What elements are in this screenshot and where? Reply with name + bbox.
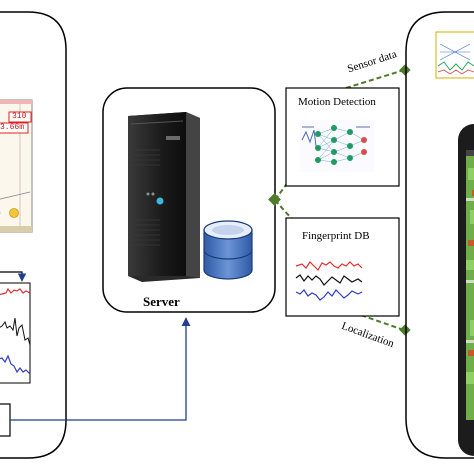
database-icon <box>203 220 253 280</box>
fingerprint-db-box <box>285 217 400 317</box>
fingerprint-signals <box>295 261 363 301</box>
server-label: Server <box>143 294 180 309</box>
map-readout-top: 310 <box>12 112 27 121</box>
neural-network-icon <box>300 120 374 172</box>
app-thumbnail <box>435 31 474 79</box>
motion-detection-box <box>285 87 400 187</box>
input-arrow <box>10 317 191 421</box>
server-box <box>102 87 276 313</box>
motion-detection-title: Motion Detection <box>298 96 376 108</box>
left-box <box>0 403 11 437</box>
left-panel <box>0 11 67 459</box>
smartphone-icon <box>458 124 474 456</box>
right-panel <box>405 11 474 459</box>
fingerprint-db-title: Fingerprint DB <box>302 230 370 242</box>
server-tower-icon <box>128 112 200 282</box>
floor-map-thumbnail <box>0 99 33 233</box>
map-readout-distance: 3.66m <box>0 123 25 132</box>
rss-plot-thumbnail <box>0 282 31 384</box>
